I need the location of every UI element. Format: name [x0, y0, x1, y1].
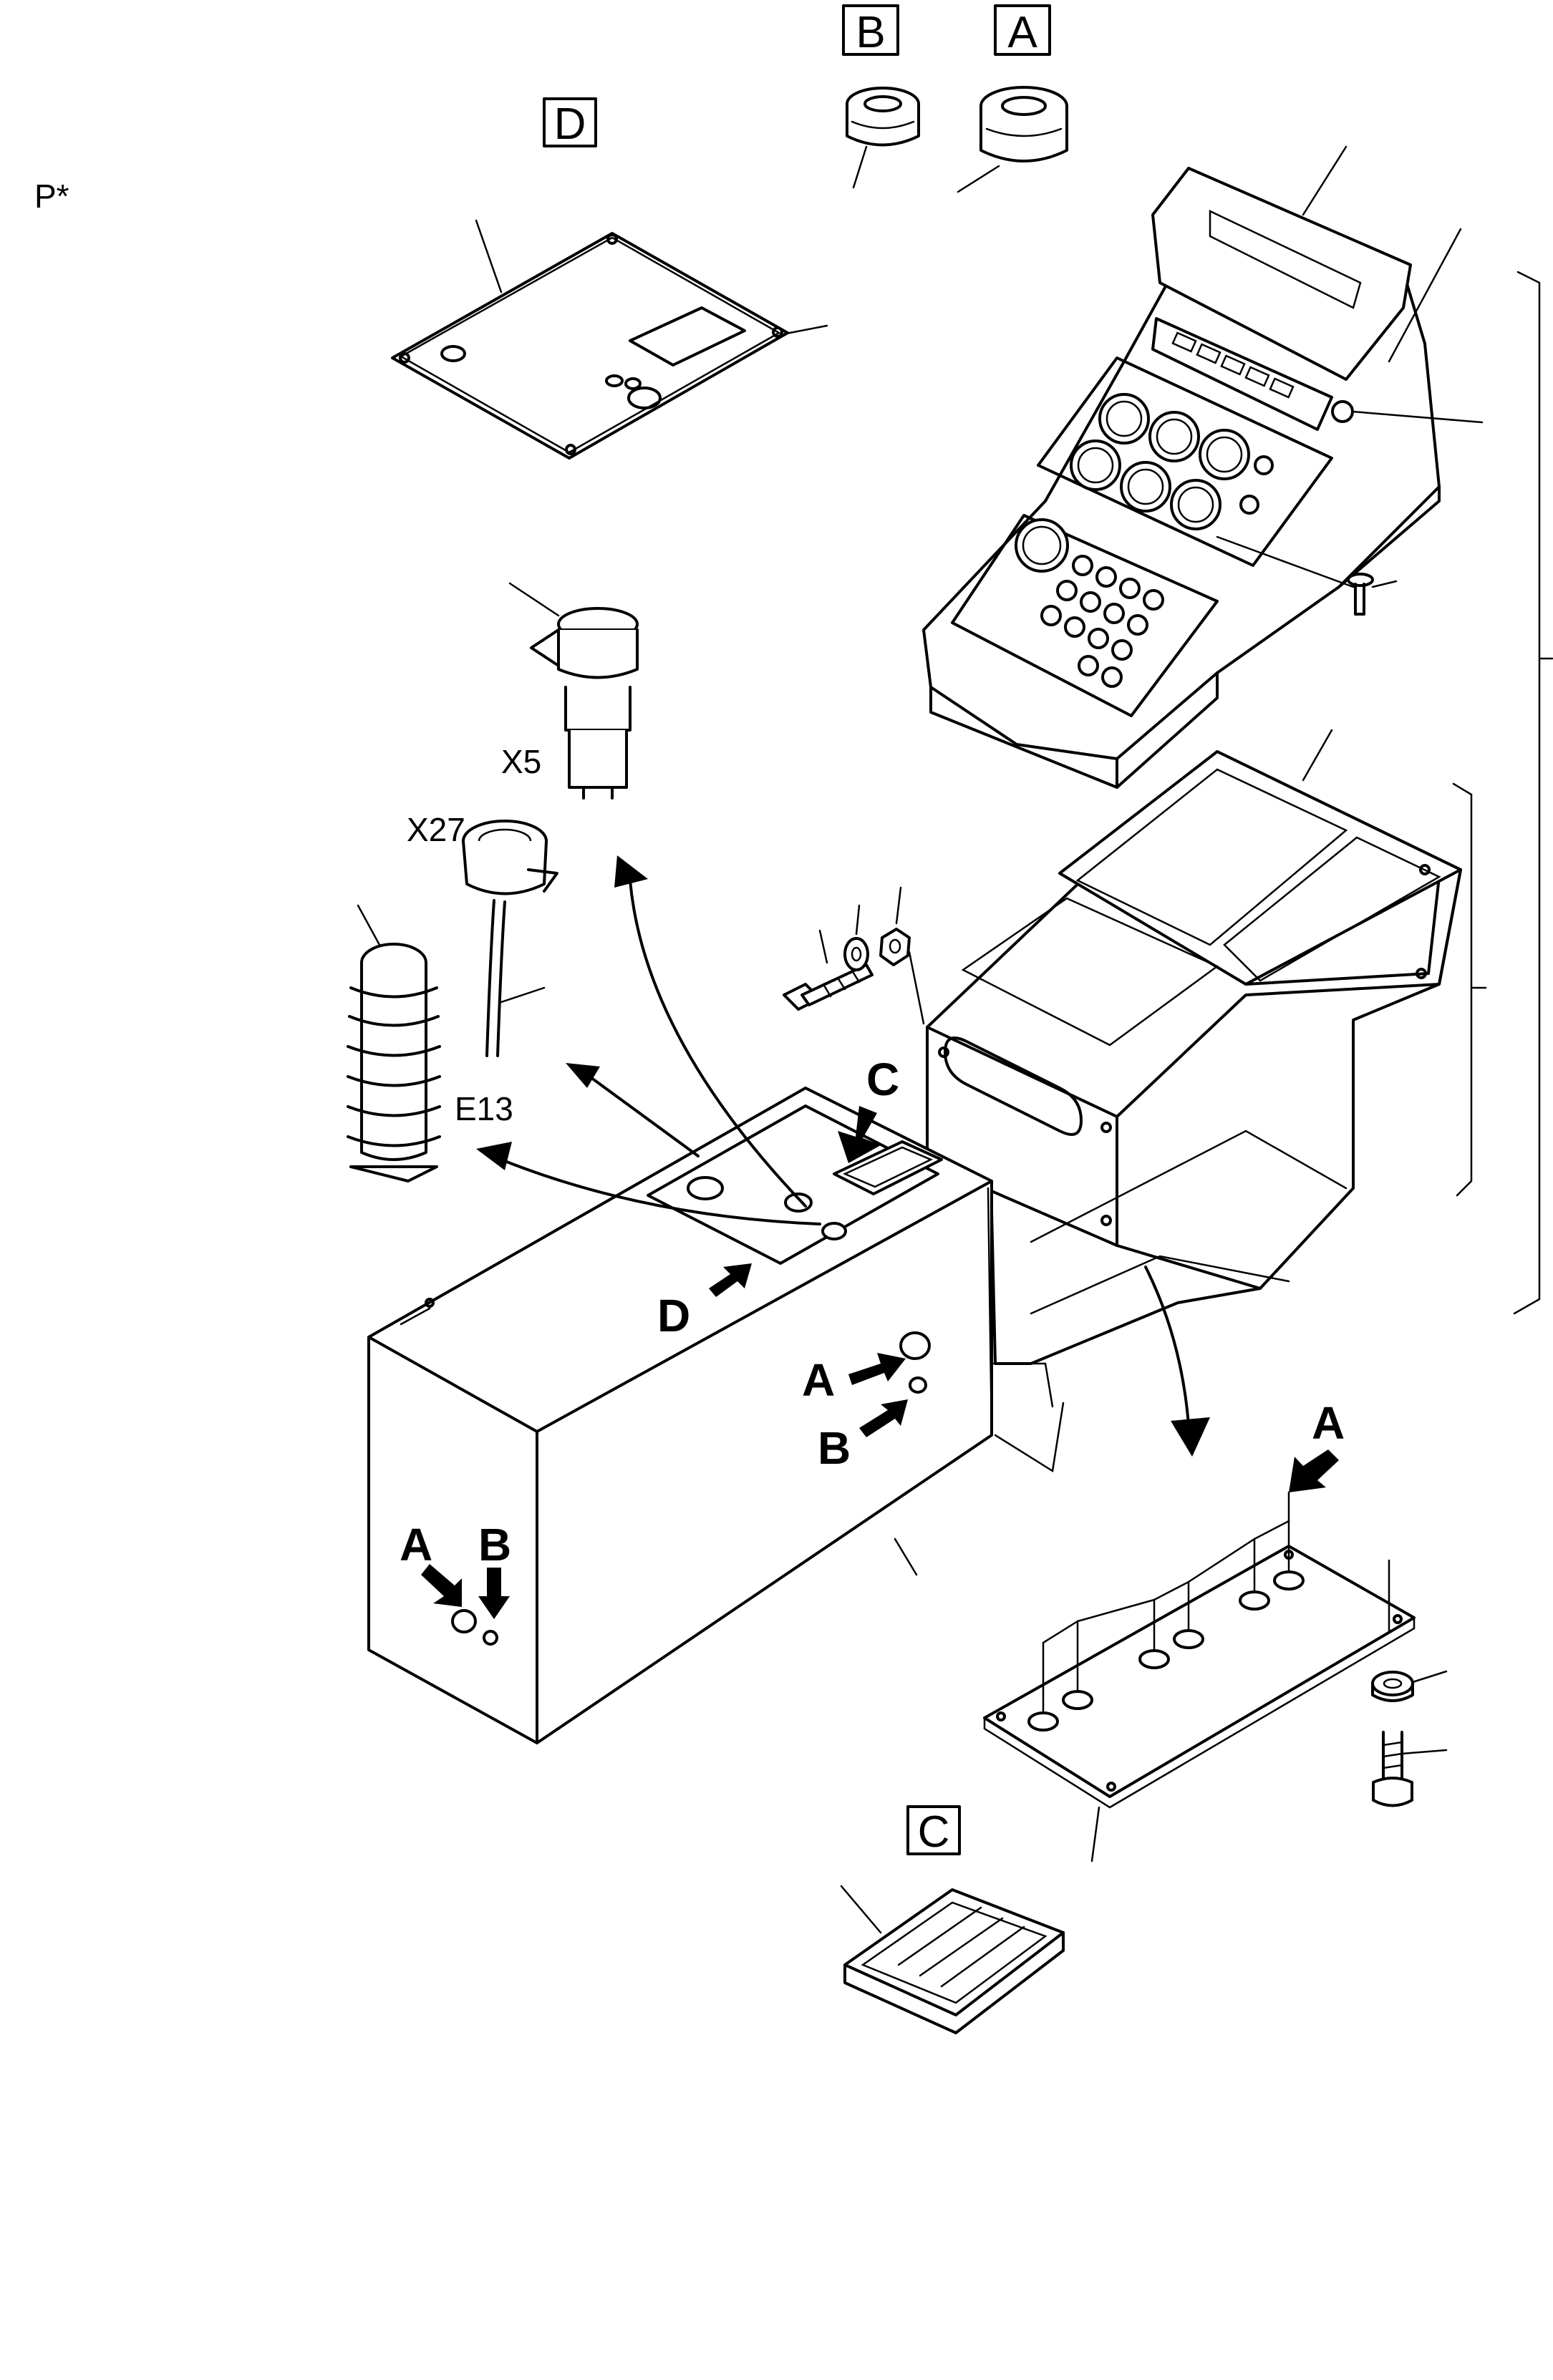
label-c-top: C: [866, 1054, 899, 1105]
curved-arrows: [476, 855, 1210, 1457]
grommet-large-a: [957, 86, 1068, 193]
rear-console-housing: [926, 729, 1462, 1365]
page-code: P*: [34, 178, 69, 215]
box-label-c-text: C: [918, 1807, 950, 1857]
grommet-small-b: [846, 87, 920, 189]
box-label-a: A: [994, 4, 1051, 57]
cigar-lighter-x5: [508, 582, 639, 800]
switch-knobs: [1040, 555, 1164, 688]
display-buttons: [1171, 331, 1295, 399]
label-e13: E13: [455, 1090, 513, 1127]
label-x5: X5: [501, 743, 541, 780]
label-a-front: A: [400, 1519, 432, 1570]
arrow-a-plate: [1289, 1449, 1339, 1492]
arrow-d-mid: [709, 1263, 752, 1297]
box-label-a-text: A: [1007, 8, 1037, 57]
main-console-box: [367, 1087, 1065, 1744]
arrow-b-side: [859, 1399, 908, 1437]
washer-bolt-plate: [1371, 1559, 1448, 1807]
box-label-d-text: D: [554, 99, 586, 149]
label-b-side: B: [818, 1422, 851, 1474]
label-b-front: B: [478, 1519, 511, 1570]
bracket-upper: [1513, 271, 1541, 1315]
arrow-a-front: [421, 1564, 462, 1607]
cover-plate-d: [391, 219, 828, 460]
label-a-side: A: [802, 1354, 835, 1406]
box-label-d: D: [543, 97, 597, 149]
lamp-e13: [347, 904, 441, 1182]
bottom-plate: [983, 1491, 1416, 1862]
arrow-b-front: [478, 1568, 510, 1619]
box-label-c: C: [906, 1805, 961, 1857]
arrow-a-side: [848, 1353, 906, 1385]
screw-pod: [1347, 573, 1398, 616]
tray-c: [840, 1885, 1065, 2034]
box-label-b: B: [842, 4, 899, 57]
gauges: [1070, 393, 1274, 530]
label-x27: X27: [407, 811, 465, 848]
box-label-b-text: B: [856, 8, 885, 57]
socket-x27: [462, 820, 558, 1057]
label-d-mid: D: [657, 1290, 690, 1341]
instrument-panel-pod: [922, 145, 1484, 789]
bolt-washer-nut: [783, 886, 925, 1025]
arrow-c-top: [838, 1106, 881, 1163]
label-a-plate: A: [1312, 1397, 1345, 1449]
bracket-lower: [1452, 782, 1473, 1197]
